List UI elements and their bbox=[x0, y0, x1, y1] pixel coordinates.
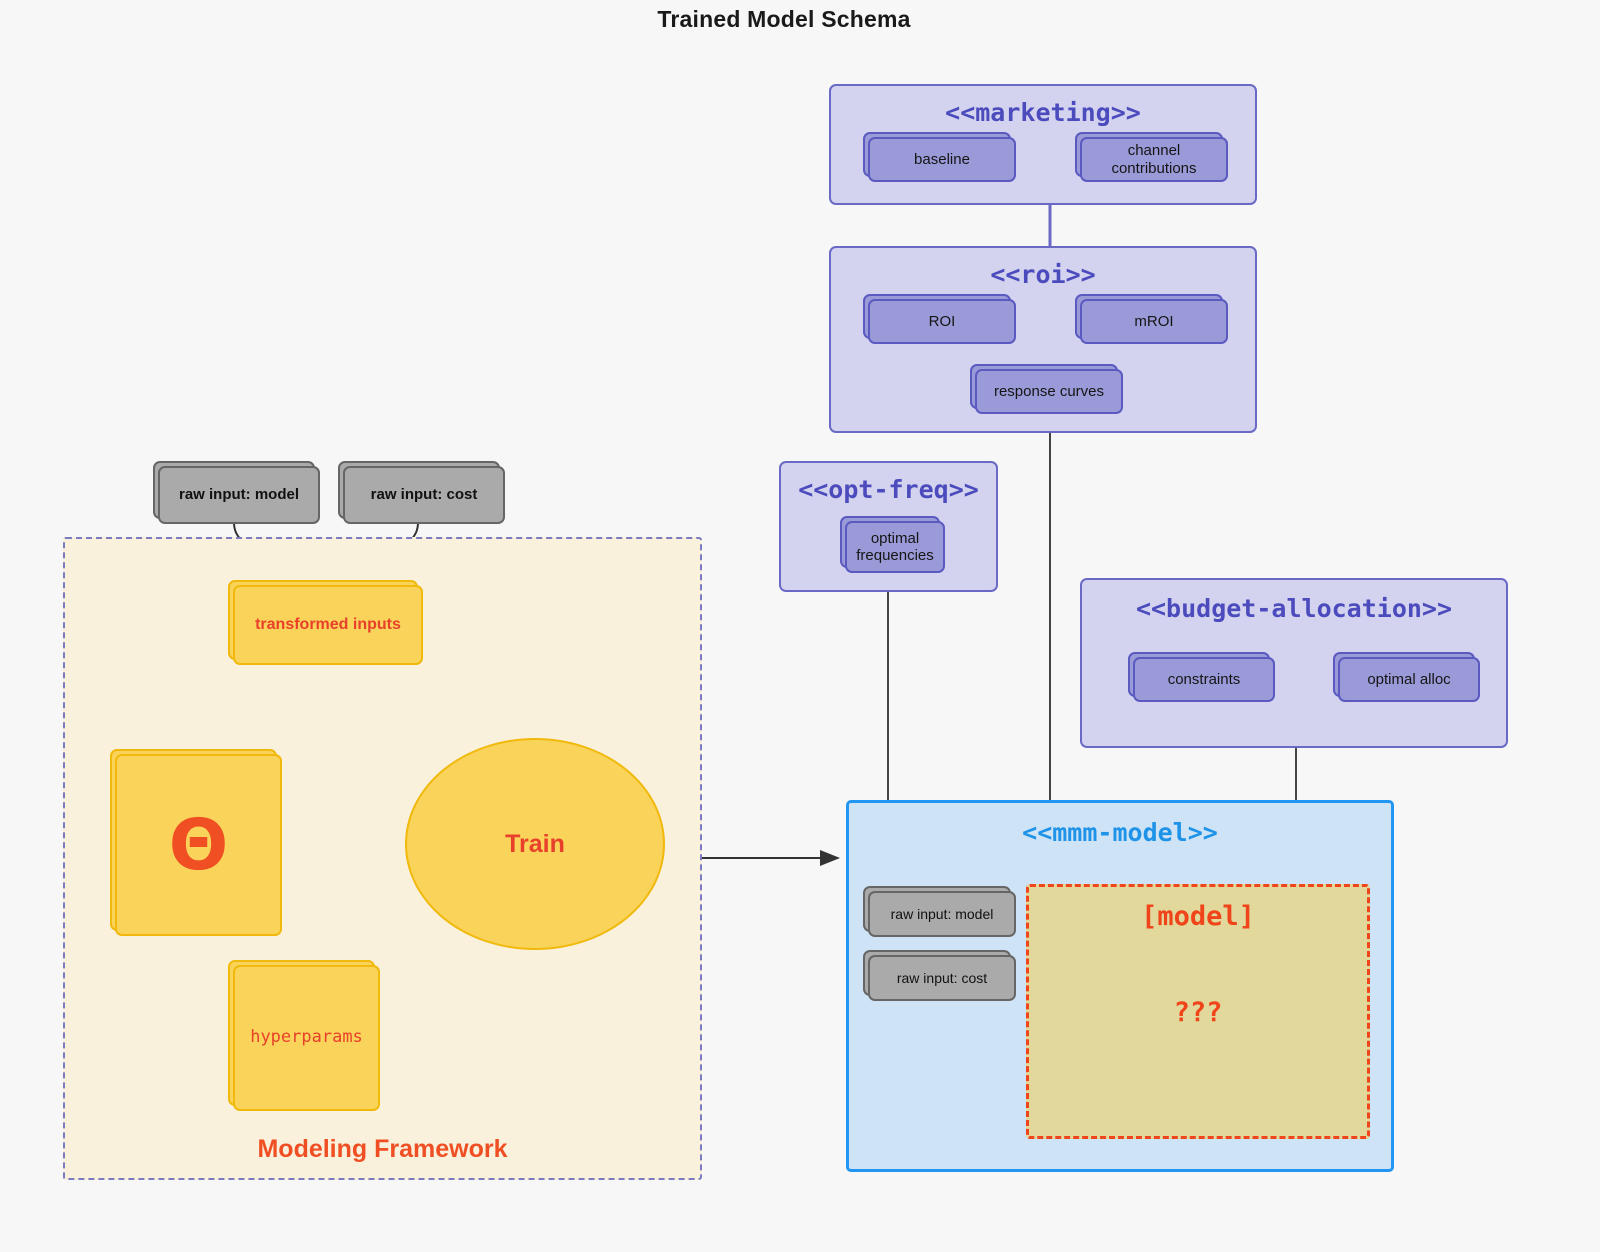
model-placeholder-heading: [model] bbox=[1141, 901, 1255, 932]
package-mmm-model-title: <<mmm-model>> bbox=[1022, 818, 1218, 847]
node-card bbox=[1338, 657, 1480, 702]
node-response-curves[interactable]: response curves bbox=[970, 364, 1123, 414]
node-card bbox=[233, 965, 380, 1111]
node-hyperparams-label: hyperparams bbox=[250, 1027, 363, 1048]
model-placeholder-box[interactable]: [model] ??? bbox=[1026, 884, 1370, 1139]
node-hyperparams[interactable]: hyperparams bbox=[228, 960, 380, 1111]
node-constraints[interactable]: constraints bbox=[1128, 652, 1275, 702]
node-mroi[interactable]: mROI bbox=[1075, 294, 1228, 344]
package-marketing-title: <<marketing>> bbox=[945, 98, 1141, 127]
node-channel-contributions-label: channel contributions bbox=[1111, 142, 1197, 177]
node-baseline[interactable]: baseline bbox=[863, 132, 1016, 182]
node-card bbox=[845, 521, 945, 573]
node-transformed-inputs-label: transformed inputs bbox=[255, 615, 401, 633]
node-card bbox=[975, 369, 1123, 414]
node-card bbox=[158, 466, 320, 524]
node-card bbox=[343, 466, 505, 524]
node-theta[interactable]: Θ bbox=[110, 749, 282, 936]
input-raw-input-model-label: raw input: model bbox=[179, 486, 299, 504]
node-card bbox=[868, 891, 1016, 937]
node-mroi-label: mROI bbox=[1134, 312, 1174, 330]
package-budget-allocation-title: <<budget-allocation>> bbox=[1135, 594, 1453, 623]
node-mmm-raw-input-cost-label: raw input: cost bbox=[896, 969, 988, 986]
node-card bbox=[868, 955, 1016, 1001]
node-card bbox=[868, 299, 1016, 344]
input-raw-input-cost-label: raw input: cost bbox=[370, 486, 478, 504]
package-opt-freq-title: <<opt-freq>> bbox=[798, 475, 979, 504]
node-roi-label: ROI bbox=[928, 312, 956, 330]
node-optimal-frequencies[interactable]: optimal frequencies bbox=[840, 516, 945, 573]
package-roi-title: <<roi>> bbox=[990, 260, 1096, 289]
node-theta-label: Θ bbox=[168, 804, 229, 886]
node-response-curves-label: response curves bbox=[993, 382, 1105, 400]
input-raw-input-cost[interactable]: raw input: cost bbox=[338, 461, 505, 524]
modeling-framework-label: Modeling Framework bbox=[257, 1135, 508, 1163]
node-card bbox=[1133, 657, 1275, 702]
node-optimal-alloc-label: optimal alloc bbox=[1367, 670, 1451, 688]
model-placeholder-body: ??? bbox=[1173, 997, 1223, 1028]
node-card bbox=[868, 137, 1016, 182]
node-baseline-label: baseline bbox=[914, 150, 970, 168]
node-card bbox=[233, 585, 423, 665]
node-optimal-alloc[interactable]: optimal alloc bbox=[1333, 652, 1480, 702]
page-title: Trained Model Schema bbox=[657, 6, 911, 32]
node-channel-contributions[interactable]: channel contributions bbox=[1075, 132, 1228, 182]
node-card bbox=[1080, 137, 1228, 182]
input-raw-input-model[interactable]: raw input: model bbox=[153, 461, 320, 524]
node-mmm-raw-input-cost[interactable]: raw input: cost bbox=[863, 950, 1016, 1001]
node-constraints-label: constraints bbox=[1167, 670, 1241, 688]
node-roi[interactable]: ROI bbox=[863, 294, 1016, 344]
node-card bbox=[115, 754, 282, 936]
node-optimal-frequencies-label: optimal frequencies bbox=[856, 529, 934, 564]
node-mmm-raw-input-model[interactable]: raw input: model bbox=[863, 886, 1016, 937]
process-train[interactable]: Train bbox=[405, 738, 665, 950]
process-train-label: Train bbox=[505, 829, 565, 858]
node-card bbox=[1080, 299, 1228, 344]
node-mmm-raw-input-model-label: raw input: model bbox=[890, 905, 994, 922]
node-transformed-inputs[interactable]: transformed inputs bbox=[228, 580, 423, 665]
